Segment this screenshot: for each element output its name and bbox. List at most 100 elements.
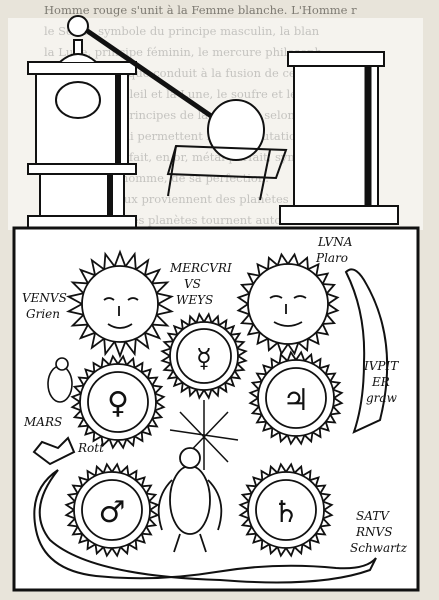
ray-mark bbox=[320, 492, 332, 503]
ray-mark bbox=[293, 544, 304, 556]
jupiter-medallion: ♃ bbox=[248, 350, 344, 446]
ray-mark bbox=[102, 546, 113, 558]
ray-mark bbox=[66, 517, 78, 528]
ray-mark bbox=[256, 262, 269, 276]
ray-mark bbox=[307, 332, 320, 346]
ray-mark bbox=[72, 409, 84, 420]
ray-mark bbox=[320, 517, 332, 528]
ray-mark bbox=[144, 268, 162, 284]
ray-mark bbox=[255, 372, 267, 382]
ray-mark bbox=[70, 401, 82, 412]
ray-mark bbox=[124, 338, 137, 357]
ray-mark bbox=[319, 364, 330, 375]
ray-mark bbox=[100, 436, 111, 448]
ray-mark bbox=[195, 312, 205, 324]
ray-mark bbox=[239, 283, 254, 295]
ray-mark bbox=[124, 251, 137, 270]
ray-mark bbox=[250, 380, 262, 391]
small-bird-figure bbox=[47, 357, 73, 403]
ray-mark bbox=[309, 533, 320, 544]
ray-mark bbox=[117, 354, 128, 366]
ray-mark bbox=[141, 425, 152, 436]
ray-mark bbox=[285, 546, 296, 558]
ray-mark bbox=[268, 544, 279, 556]
ray-mark bbox=[210, 314, 220, 326]
ray-mark bbox=[276, 462, 287, 474]
svg-text:MERCVRI: MERCVRI bbox=[169, 261, 232, 275]
ray-mark bbox=[103, 251, 116, 270]
ray-mark bbox=[78, 268, 96, 284]
ray-mark bbox=[322, 313, 337, 325]
eagle-figure bbox=[157, 447, 223, 553]
svg-text:VENVS: VENVS bbox=[22, 291, 67, 305]
ray-mark bbox=[147, 418, 159, 428]
ray-mark bbox=[236, 355, 248, 365]
svg-text:♃: ♃ bbox=[283, 383, 310, 418]
left-furnace bbox=[27, 39, 137, 229]
ray-mark bbox=[172, 376, 184, 388]
ray-mark bbox=[117, 438, 128, 450]
ray-mark bbox=[64, 500, 76, 511]
ray-mark bbox=[119, 544, 130, 556]
ray-mark bbox=[236, 292, 250, 305]
ray-mark bbox=[267, 255, 279, 270]
ray-mark bbox=[240, 517, 252, 528]
ray-mark bbox=[286, 434, 297, 446]
ray-mark bbox=[113, 341, 127, 359]
ray-mark bbox=[134, 361, 144, 373]
ray-mark bbox=[203, 388, 213, 400]
page-text-line: Homme rouge s'unit à la Femme blanche. L… bbox=[44, 3, 357, 17]
ray-mark bbox=[295, 350, 306, 362]
ray-mark bbox=[246, 323, 260, 336]
ray-mark bbox=[256, 332, 269, 346]
ray-mark bbox=[160, 347, 172, 357]
ray-mark bbox=[146, 492, 158, 503]
ray-mark bbox=[78, 476, 89, 487]
ray-mark bbox=[287, 342, 300, 356]
ray-mark bbox=[330, 405, 342, 416]
dragon-figure bbox=[32, 268, 389, 584]
ray-mark bbox=[162, 362, 174, 372]
ray-mark bbox=[245, 526, 257, 536]
label-luna: LVNA Plaro bbox=[315, 235, 353, 265]
ray-mark bbox=[166, 370, 178, 380]
ray-mark bbox=[332, 388, 344, 399]
ray-mark bbox=[255, 414, 267, 424]
ray-mark bbox=[108, 438, 119, 450]
ray-mark bbox=[102, 462, 113, 474]
ray-mark bbox=[326, 303, 340, 316]
ray-mark bbox=[64, 509, 76, 520]
ray-mark bbox=[113, 249, 127, 267]
ray-mark bbox=[65, 292, 84, 305]
ray-mark bbox=[286, 350, 297, 362]
central-starburst bbox=[169, 400, 239, 470]
ray-mark bbox=[230, 370, 242, 380]
ray-mark bbox=[70, 392, 82, 403]
ray-mark bbox=[152, 409, 164, 420]
ray-mark bbox=[239, 313, 254, 325]
ray-mark bbox=[180, 382, 190, 394]
ray-mark bbox=[84, 368, 95, 379]
svg-text:Grien: Grien bbox=[26, 307, 60, 321]
ray-mark bbox=[276, 252, 289, 266]
saturn-medallion: ♄ bbox=[238, 462, 334, 558]
ray-mark bbox=[238, 500, 250, 511]
ray-mark bbox=[103, 338, 116, 357]
ray-mark bbox=[325, 414, 337, 424]
svg-text:♀: ♀ bbox=[107, 386, 129, 421]
ray-mark bbox=[71, 526, 83, 536]
ray-mark bbox=[246, 272, 260, 285]
svg-text:LVNA: LVNA bbox=[317, 235, 353, 249]
ray-mark bbox=[94, 464, 105, 476]
ray-mark bbox=[260, 469, 270, 481]
ray-mark bbox=[293, 464, 304, 476]
moon-face bbox=[236, 252, 340, 356]
label-saturn: SATV RNVS Schwartz bbox=[350, 509, 408, 555]
ray-mark bbox=[188, 314, 198, 326]
ray-mark bbox=[156, 292, 175, 305]
ray-mark bbox=[65, 303, 84, 316]
ray-mark bbox=[90, 258, 105, 276]
ray-mark bbox=[316, 323, 330, 336]
ray-mark bbox=[322, 500, 334, 511]
